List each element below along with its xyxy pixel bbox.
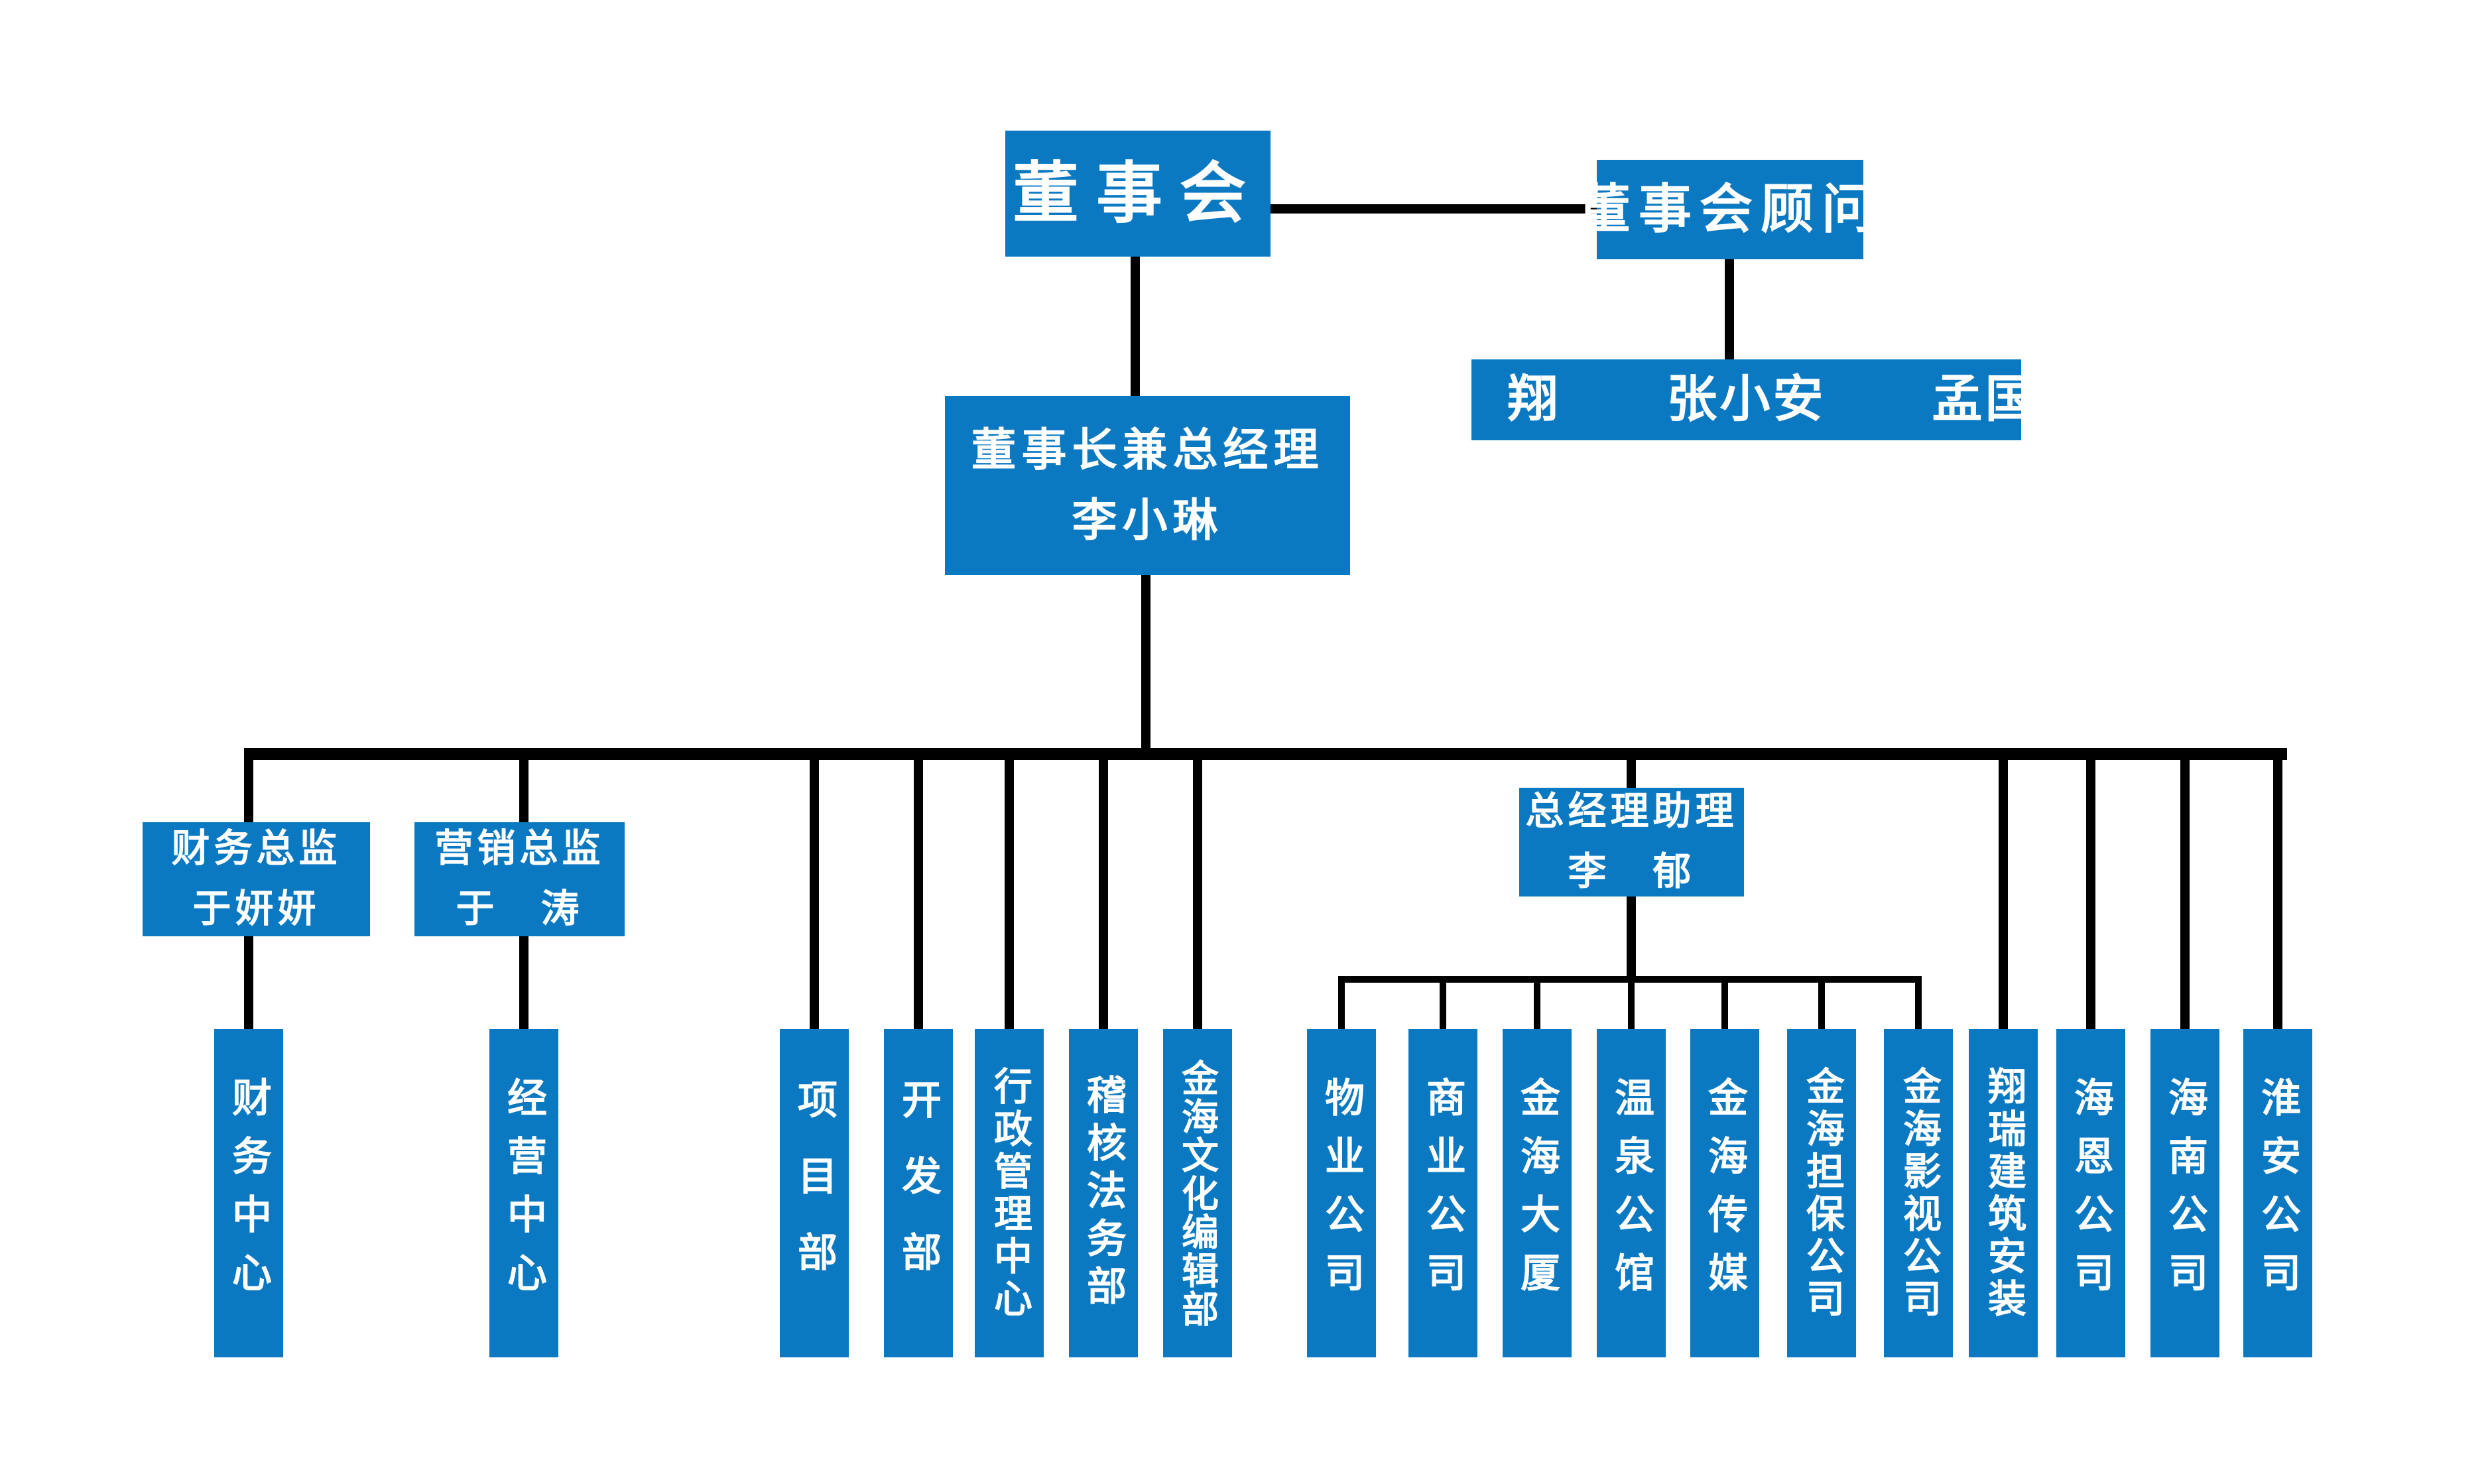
gm-assistant-title: 总经理助理 — [1525, 790, 1738, 834]
column-label: 翔瑞建筑安装 — [1982, 1066, 2025, 1321]
subdrop-media — [1721, 983, 1728, 1029]
sub-distribution-line — [1338, 976, 1922, 983]
drop-project-dept — [810, 760, 819, 1029]
column-label: 财务中心 — [226, 1076, 271, 1310]
drop-gm-assistant — [1627, 760, 1636, 789]
chairman-name: 李小琳 — [1072, 495, 1223, 546]
column-label: 经营中心 — [501, 1076, 546, 1310]
drop-huaian — [2273, 760, 2282, 1029]
edge-gm-assistant-subline — [1627, 895, 1636, 983]
org-node-gm-assistant: 总经理助理 李 郁 — [1519, 788, 1744, 897]
edge-advisor-names — [1725, 258, 1734, 359]
drop-audit-legal — [1099, 760, 1108, 1029]
column-label: 商业公司 — [1420, 1076, 1465, 1310]
drop-xiangrui — [1999, 760, 2008, 1029]
marketing-director-name: 于 涛 — [456, 887, 584, 930]
edge-board-chairman — [1131, 255, 1140, 397]
main-distribution-line — [244, 748, 2287, 760]
column-label: 开发部 — [896, 1079, 941, 1308]
column-jinhai-media: 金海传媒 — [1690, 1029, 1759, 1357]
column-label: 温泉公馆 — [1609, 1076, 1654, 1310]
org-node-marketing-director: 营销总监 于 涛 — [414, 822, 625, 936]
column-jinhai-guarantee: 金海担保公司 — [1787, 1029, 1856, 1357]
column-label: 稽核法务部 — [1081, 1074, 1126, 1313]
column-commerce-company: 商业公司 — [1408, 1029, 1477, 1357]
column-property-company: 物业公司 — [1307, 1029, 1376, 1357]
column-jinhai-tower: 金海大厦 — [1503, 1029, 1572, 1357]
column-label: 金海传媒 — [1702, 1076, 1747, 1310]
column-huaian-company: 淮安公司 — [2243, 1029, 2312, 1357]
board-label: 董事会 — [1013, 156, 1263, 231]
column-label: 金海文化编辑部 — [1176, 1058, 1219, 1328]
column-label: 金海大厦 — [1515, 1076, 1560, 1310]
org-node-advisor-names: 高 翔 张小安 孟国庆 — [1402, 359, 2089, 440]
column-hotspring-mansion: 温泉公馆 — [1597, 1029, 1666, 1357]
subdrop-property — [1338, 976, 1345, 1029]
edge-marketing-director-center — [519, 935, 528, 1029]
board-advisor-label: 董事会顾问 — [1578, 180, 1883, 239]
column-audit-legal-dept: 稽核法务部 — [1069, 1029, 1138, 1357]
marketing-director-title: 营销总监 — [434, 827, 605, 871]
drop-development-dept — [914, 760, 923, 1029]
edge-finance-director-center — [244, 935, 253, 1029]
column-xiangrui-construction: 翔瑞建筑安装 — [1969, 1029, 2038, 1357]
finance-director-name: 于妍妍 — [192, 887, 320, 930]
column-development-dept: 开发部 — [884, 1029, 953, 1357]
column-label: 金海担保公司 — [1800, 1066, 1843, 1321]
drop-finance-director — [244, 760, 253, 824]
column-finance-center: 财务中心 — [214, 1029, 283, 1357]
chairman-title: 董事长兼总经理 — [971, 424, 1324, 475]
column-operations-center: 经营中心 — [489, 1029, 558, 1357]
column-label: 海南公司 — [2162, 1076, 2207, 1310]
subdrop-hotspring — [1628, 983, 1635, 1029]
drop-admin-center — [1005, 760, 1014, 1029]
column-label: 项目部 — [792, 1079, 837, 1308]
column-admin-management-center: 行政管理中心 — [975, 1029, 1044, 1357]
column-project-dept: 项目部 — [780, 1029, 849, 1357]
column-jinhai-film: 金海影视公司 — [1884, 1029, 1953, 1357]
column-label: 物业公司 — [1319, 1076, 1364, 1310]
drop-hainan — [2180, 760, 2190, 1029]
subdrop-commerce — [1440, 983, 1446, 1029]
org-node-finance-director: 财务总监 于妍妍 — [143, 822, 370, 936]
column-label: 金海影视公司 — [1897, 1066, 1940, 1321]
column-hainan-company: 海南公司 — [2150, 1029, 2219, 1357]
edge-board-advisor — [1270, 204, 1598, 214]
drop-culture-editorial — [1193, 760, 1202, 1029]
column-label: 行政管理中心 — [988, 1066, 1031, 1321]
org-node-chairman: 董事长兼总经理 李小琳 — [945, 396, 1350, 575]
drop-haien — [2086, 760, 2095, 1029]
subdrop-film — [1915, 976, 1922, 1029]
column-jinhai-culture-editorial: 金海文化编辑部 — [1163, 1029, 1232, 1357]
column-haien-company: 海恩公司 — [2056, 1029, 2125, 1357]
org-node-board: 董事会 — [1005, 131, 1271, 257]
column-label: 淮安公司 — [2255, 1076, 2300, 1310]
advisor-names-label: 高 翔 张小安 孟国庆 — [1401, 371, 2091, 428]
org-node-board-advisor: 董事会顾问 — [1578, 160, 1875, 259]
subdrop-guarantee — [1818, 983, 1825, 1029]
drop-marketing-director — [519, 760, 528, 824]
subdrop-tower — [1534, 983, 1540, 1029]
edge-chairman-mainline — [1141, 574, 1150, 751]
gm-assistant-name: 李 郁 — [1568, 850, 1696, 893]
column-label: 海恩公司 — [2068, 1076, 2113, 1310]
finance-director-title: 财务总监 — [171, 827, 342, 871]
